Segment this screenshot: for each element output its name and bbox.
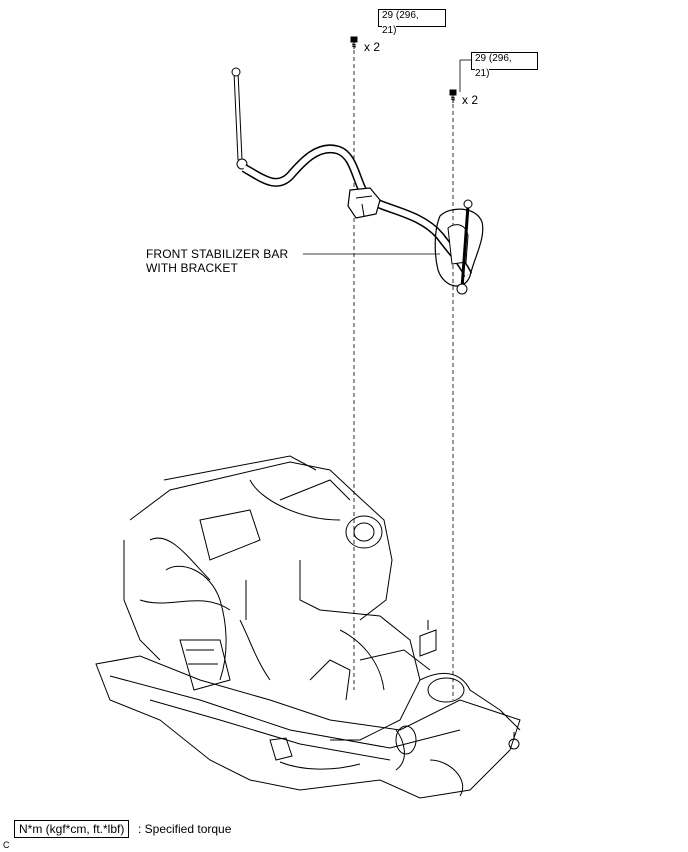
stabilizer-bar [231,67,484,295]
legend-description: : Specified torque [138,822,232,836]
part-label-line2: WITH BRACKET [146,261,238,275]
torque-value-line2: 21) [382,25,397,36]
torque-spec-box: 29 (296, 21) [378,9,446,36]
torque-value-line1: 29 (296, [382,10,419,21]
bolt-icon [449,89,457,103]
bolt-icon [350,36,358,49]
torque-value-line1: 29 (296, [475,53,512,64]
engine-subframe-illustration [95,455,521,799]
corner-mark: C [3,840,10,850]
quantity-label: x 2 [462,93,479,107]
torque-spec-box: 29 (296, 21) [471,52,538,79]
torque-value-line2: 21) [475,68,490,79]
part-label-line1: FRONT STABILIZER BAR [146,247,289,261]
quantity-label: x 2 [364,40,381,54]
legend-unit-box: N*m (kgf*cm, ft.*lbf) [14,820,130,838]
part-label: FRONT STABILIZER BAR WITH BRACKET [146,247,288,275]
